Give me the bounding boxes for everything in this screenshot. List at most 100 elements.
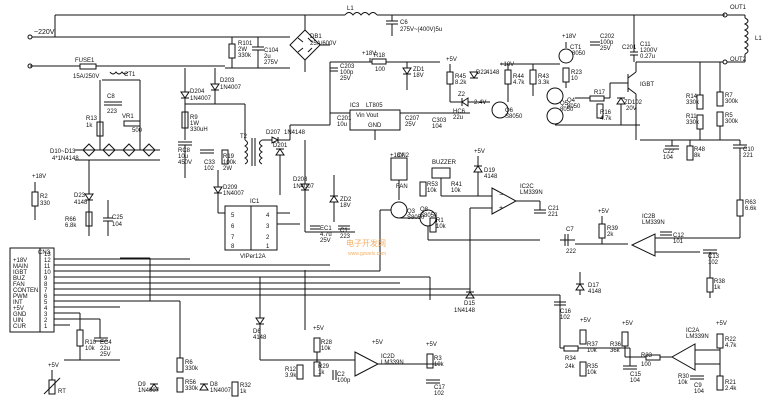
c10-value: 221 (743, 153, 754, 159)
c202-value: 100p (600, 40, 614, 46)
r19-value: 100k (223, 160, 237, 166)
ic1-pin3: 3 (266, 224, 270, 230)
c7-label: C7 (566, 227, 574, 233)
ic1-pin7: 7 (231, 235, 235, 241)
r3-value: 10k (434, 362, 445, 368)
r14-value: 330k (686, 100, 700, 106)
c22-value: 104 (663, 155, 674, 161)
cn3-pin-label: CUR (13, 324, 27, 330)
ic2b-label: IC2B (642, 214, 655, 220)
c10-label: C10 (743, 147, 755, 153)
r22-value: 4.7k (725, 343, 737, 349)
c9-value: 104 (694, 389, 705, 395)
rc8-value: 10u (178, 154, 188, 160)
c207-value: 25V (405, 122, 416, 128)
cn3-pin-label: +5V (13, 306, 24, 312)
c13-value: 102 (708, 260, 719, 266)
cn3-pin-number: 13 (44, 252, 51, 258)
ic2d-label: IC2D (381, 354, 395, 360)
d204-label: D204 (190, 89, 205, 95)
r101-value2: 330k (238, 53, 252, 59)
z2-value: 2.4V (474, 100, 486, 106)
r63-label: R63 (745, 200, 757, 206)
r39-value: 2k (607, 232, 614, 238)
c104-value2: 275V (264, 60, 278, 66)
c21-label: C21 (548, 206, 560, 212)
cn3-pin-label: GND (13, 312, 27, 318)
v18-top-label: +18V (362, 51, 376, 57)
c11-value: 1200V (640, 48, 657, 54)
ic2a-value: LM339N (686, 334, 709, 340)
c2-label: C2 (337, 372, 345, 378)
r2-value: 330 (40, 201, 51, 207)
ic1-pin6: 6 (231, 224, 235, 230)
c6-label: C6 (400, 20, 408, 26)
r9-value2: 330uH (190, 127, 208, 133)
c303-value: 104 (432, 124, 443, 130)
v5-r36-label: +5V (622, 321, 633, 327)
cn3-pin-number: 11 (44, 264, 51, 270)
d9-value: 1N4007 (138, 388, 160, 394)
v5-r39-label: +5V (598, 209, 609, 215)
c17-label: C17 (434, 385, 446, 391)
r29-label: R29 (318, 364, 330, 370)
r23-value: 10 (571, 76, 578, 82)
buzzer-label: BUZZER (432, 160, 457, 166)
r63-value: 6.6k (745, 206, 757, 212)
cn3-pin-label: +18V (13, 258, 27, 264)
r21-label: R21 (725, 380, 737, 386)
c21-value: 221 (548, 212, 559, 218)
q5-value: 8050 (560, 107, 574, 113)
d10-d13-value: 4*1N4148 (52, 156, 79, 162)
d19-label: D19 (484, 168, 496, 174)
r34-label: R34 (565, 356, 577, 362)
r101-label: R101 (238, 41, 253, 47)
ec1-label: EC1 (320, 226, 332, 232)
r9-label: R9 (190, 115, 198, 121)
d204-value: 1N4007 (190, 96, 212, 102)
z2-label: Z2 (458, 92, 466, 98)
cn3-pin-number: 12 (44, 258, 51, 264)
watermark-text: 电子开发网 (346, 238, 386, 248)
r33-value: 100 (641, 362, 652, 368)
d6-label: D6 (253, 329, 261, 335)
ec1-value2: 25V (320, 238, 331, 244)
ic2b-opamp (630, 233, 656, 257)
c33-value: 102 (204, 166, 215, 172)
q7-value: 8050 (572, 51, 586, 57)
c22-label: C22 (663, 149, 675, 155)
c6-value: 275V~(400V)5u (400, 27, 442, 33)
ic1-label: IC1 (250, 199, 260, 205)
r22-label: R22 (725, 337, 737, 343)
d9-label: D9 (138, 382, 146, 388)
c25-value: 104 (112, 222, 123, 228)
q6-label: Q6 (505, 108, 514, 114)
d8-value: 1N4007 (210, 388, 232, 394)
v5-r28-label: +5V (313, 326, 324, 332)
r29-value: 1k (318, 370, 325, 376)
r9-value: 1W (190, 121, 199, 127)
ic2d-opamp (354, 351, 380, 377)
r66-label: R66 (65, 217, 77, 223)
buzzer-symbol (431, 167, 451, 179)
r45-value: 8.2k (455, 80, 467, 86)
zd1-label: ZD1 (413, 67, 425, 73)
v5-r22-label: +5V (716, 321, 727, 327)
r45-label: R45 (455, 74, 467, 80)
r56-label: R56 (185, 380, 197, 386)
ic1-value: VIPer12A (240, 254, 266, 260)
v18-r44-label: +18V (500, 62, 514, 68)
c7-value: 222 (566, 249, 577, 255)
v5-rt-label: +5V (48, 363, 59, 369)
svg-text:+: + (499, 205, 503, 212)
c203-value2: 25V (340, 76, 351, 82)
r18-label: R18 (374, 53, 386, 59)
d15-label: D15 (464, 301, 476, 307)
c17-value: 102 (434, 391, 445, 397)
cn3-pin-label: BUZ (13, 276, 25, 282)
cn3-pin-number: 2 (44, 318, 48, 324)
r38-value: 1k (714, 285, 721, 291)
cn3-pin-number: 6 (44, 294, 48, 300)
c25-label: C25 (112, 215, 124, 221)
